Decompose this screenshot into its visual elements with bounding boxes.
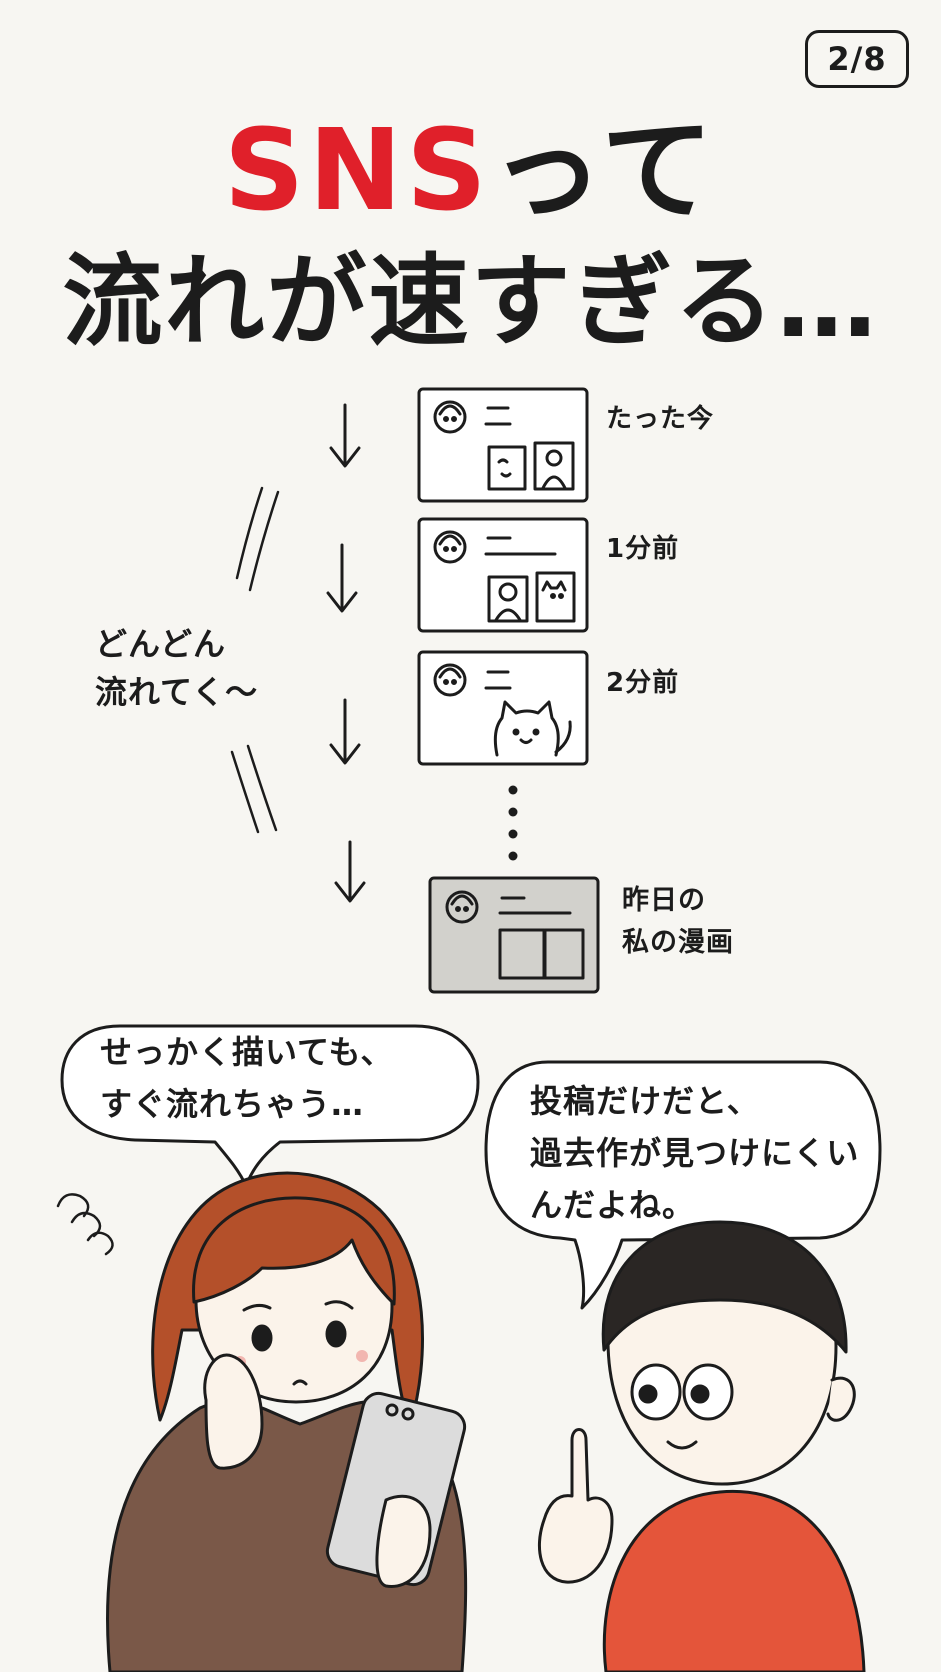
feed-time-label-old-line-1: 昨日の — [622, 885, 706, 916]
speech-bubble-left-line-1: せっかく描いても、 — [100, 1033, 394, 1071]
speech-bubble-left-text: せっかく描いても、 すぐ流れちゃう… — [100, 1027, 393, 1131]
speech-bubble-right-line-2: 過去作が見つけにくい — [530, 1133, 860, 1172]
side-label-line-1: どんどん — [95, 625, 227, 663]
speech-bubble-right — [484, 1060, 882, 1310]
arrow-down-icon — [326, 543, 358, 613]
title-line-2: 流れが速すぎる… — [62, 243, 879, 360]
feed-post-card-old — [428, 876, 600, 994]
boy-shirt — [602, 1489, 866, 1672]
worry-swirl-icon — [56, 1193, 114, 1256]
speech-bubble-right-line-3: んだよね。 — [530, 1185, 696, 1224]
side-label: どんどん 流れてく～ — [95, 620, 258, 716]
arrow-down-icon — [329, 698, 361, 765]
speech-bubble-left-line-2: すぐ流れちゃう… — [100, 1084, 365, 1123]
boy-hair — [601, 1220, 848, 1354]
feed-time-label-old-line-2: 私の漫画 — [622, 926, 734, 958]
feed-time-label: 1分前 — [606, 534, 680, 564]
feed-post-card — [417, 650, 589, 766]
page-indicator-text: 2/8 — [827, 40, 887, 78]
title-line-1: SNSって — [0, 104, 941, 238]
pointing-hand — [537, 1428, 614, 1584]
page-indicator: 2/8 — [805, 30, 909, 88]
feed-time-label: たった今 — [606, 404, 715, 434]
title-highlight: SNS — [223, 106, 491, 236]
ellipsis-dots — [508, 785, 518, 861]
title-line-1-rest: って — [490, 106, 718, 236]
arrow-down-icon — [334, 840, 366, 903]
speech-bubble-right-line-1: 投稿だけだと、 — [530, 1082, 760, 1120]
arrow-down-icon — [329, 403, 361, 468]
feed-post-card — [417, 387, 589, 503]
motion-lines — [230, 486, 280, 834]
cat-icon — [493, 700, 560, 757]
feed-post-card — [417, 517, 589, 633]
feed-time-label-old: 昨日の 私の漫画 — [622, 880, 734, 964]
speech-bubble-right-text: 投稿だけだと、 過去作が見つけにくい んだよね。 — [530, 1076, 859, 1231]
side-label-line-2: 流れてく～ — [95, 673, 259, 711]
feed-time-label: 2分前 — [606, 668, 680, 698]
